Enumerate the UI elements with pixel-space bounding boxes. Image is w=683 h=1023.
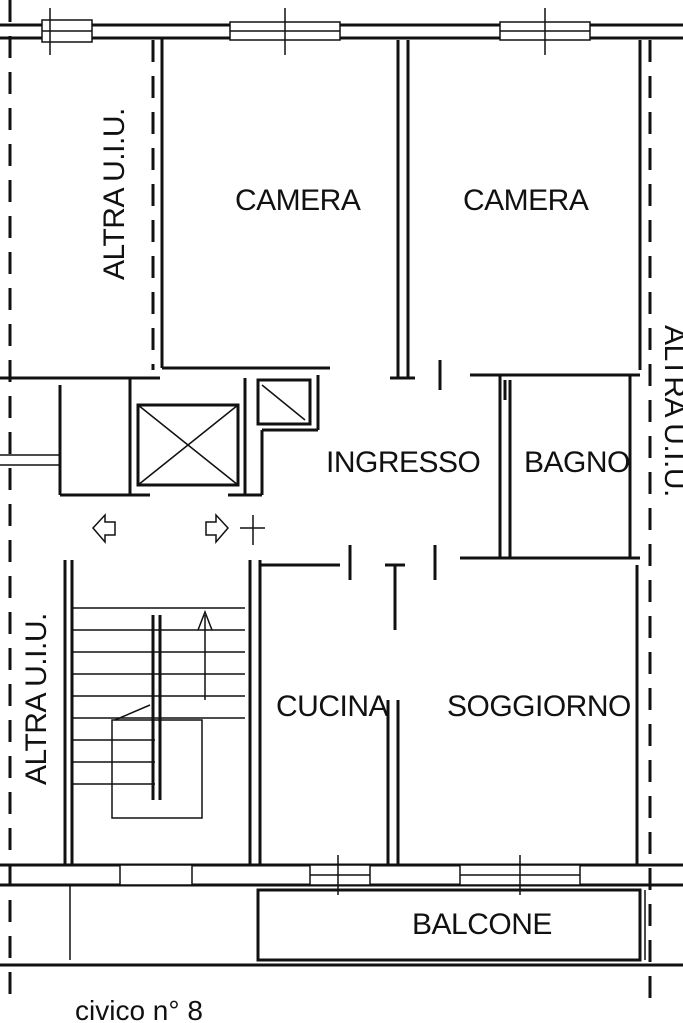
stairs	[63, 560, 245, 865]
entrance-arrow-right-icon	[205, 513, 230, 545]
room-label-bagno: BAGNO	[524, 446, 630, 479]
lower-walls	[0, 560, 683, 895]
lift-shaft	[136, 403, 240, 487]
room-label-ingresso: INGRESSO	[326, 446, 480, 479]
neighbour-label-right: ALTRA U.I.U.	[658, 325, 683, 497]
room-label-camera-right: CAMERA	[463, 184, 589, 217]
room-label-balcone: BALCONE	[412, 908, 552, 941]
room-label-soggiorno: SOGGIORNO	[447, 690, 631, 723]
middle-walls	[0, 375, 640, 560]
entrance-arrow-left-icon	[91, 513, 116, 545]
neighbour-label-top-left: ALTRA U.I.U.	[98, 108, 131, 280]
room-label-camera-left: CAMERA	[235, 184, 361, 217]
address-caption: civico n° 8	[75, 995, 203, 1023]
top-wall	[0, 8, 683, 55]
bedrooms-walls	[160, 38, 642, 380]
room-label-cucina: CUCINA	[276, 690, 388, 723]
balcony-walls	[0, 885, 683, 967]
neighbour-label-bottom-left: ALTRA U.I.U.	[20, 613, 53, 785]
ingresso-door-marks	[348, 360, 442, 630]
